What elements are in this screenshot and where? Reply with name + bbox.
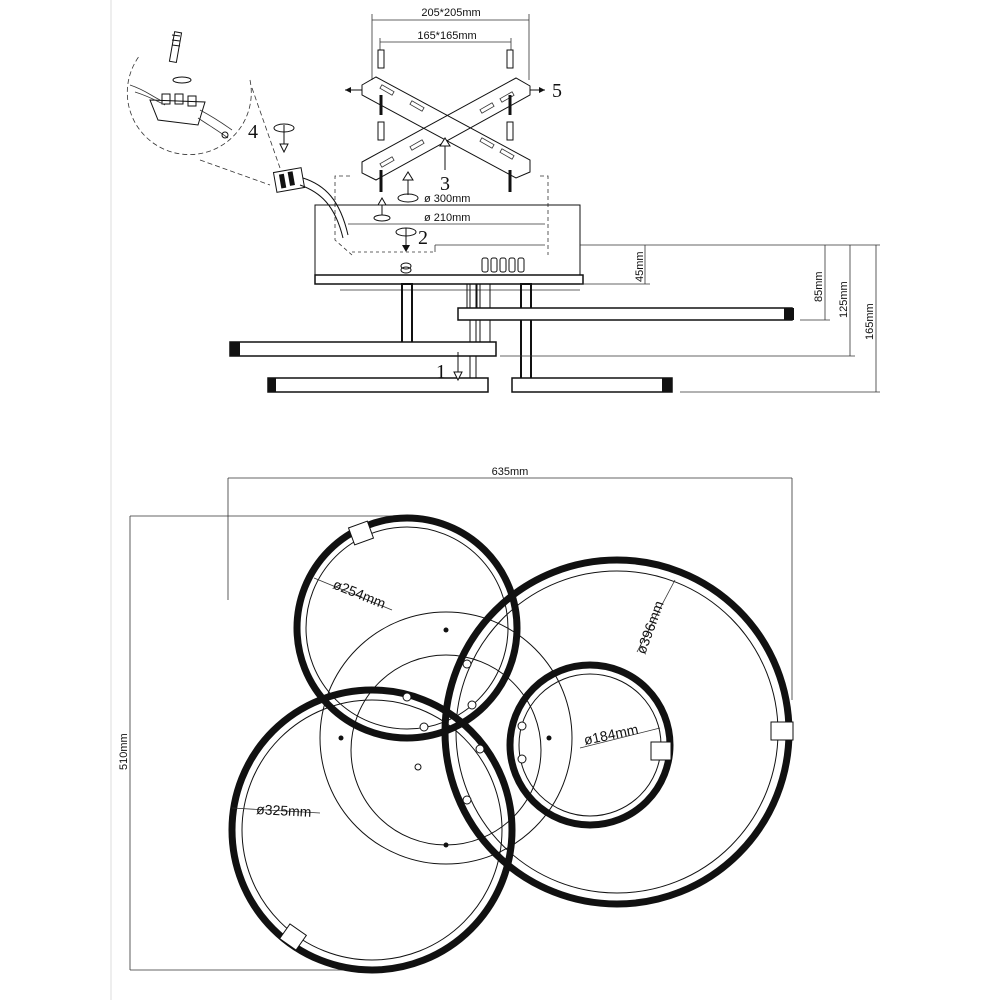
ring-184-label: ø184mm <box>582 721 639 748</box>
ring-325 <box>228 686 516 974</box>
height-85-label: 85mm <box>813 271 825 302</box>
step-2-label: 2 <box>418 227 428 249</box>
ring-254-label: ø254mm <box>331 576 388 612</box>
canopy-outer-dimension: ø 300mm <box>315 193 580 206</box>
height-165-label: 165mm <box>864 303 876 340</box>
wall-anchors <box>377 49 514 192</box>
ring-325-label: ø325mm <box>256 801 312 820</box>
step-4-label: 4 <box>248 121 258 143</box>
height-125-label: 125mm <box>838 281 850 318</box>
canopy-inner-label: ø 210mm <box>424 212 470 224</box>
canopy-outer-circle <box>319 611 573 865</box>
height-45-label: 45mm <box>634 251 646 282</box>
step-1-label: 1 <box>436 361 446 383</box>
step-3-label: 3 <box>440 173 450 195</box>
height-label: 510mm <box>118 733 130 770</box>
canopy-base <box>314 274 584 285</box>
ring-bar-lower-left <box>267 377 489 393</box>
ring-396-label: ø396mm <box>633 599 667 656</box>
rod-3 <box>520 283 532 383</box>
bracket-outer-dimension: 205*205mm <box>371 7 530 80</box>
ring-bar-upper <box>457 307 793 321</box>
bracket-outer-label: 205*205mm <box>421 7 480 19</box>
ring-184 <box>506 661 674 829</box>
bracket-inner-label: 165*165mm <box>417 30 476 42</box>
canopy-outer-label: ø 300mm <box>424 193 470 205</box>
rod-1 <box>401 283 413 350</box>
ring-254 <box>293 514 521 742</box>
wire-connector <box>272 167 349 239</box>
ring-bar-lower-right <box>511 377 673 393</box>
bracket-inner-dimension: 165*165mm <box>379 30 512 55</box>
terminal-block <box>481 257 525 273</box>
rod-2 <box>469 283 477 385</box>
top-view: 635mm 510mm <box>118 466 794 974</box>
step-5-label: 5 <box>552 80 562 102</box>
canopy-inner-dimension: ø 210mm <box>348 212 545 225</box>
cross-bracket <box>361 76 531 181</box>
ring-bar-middle <box>229 341 497 357</box>
height-dimensions: 45mm 85mm 125mm 165mm <box>500 244 880 393</box>
side-view: 205*205mm 165*165mm <box>126 7 880 393</box>
wiring-detail <box>126 31 281 186</box>
width-label: 635mm <box>492 466 529 478</box>
ring-396 <box>441 556 794 908</box>
mount-holes <box>338 627 552 848</box>
